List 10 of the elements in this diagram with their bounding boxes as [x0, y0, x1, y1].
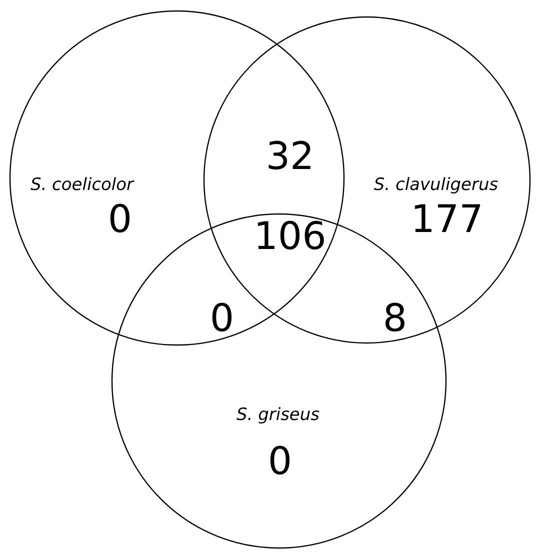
region-count: 0	[108, 197, 132, 241]
set-label: S. coelicolor	[30, 175, 134, 195]
set-label: S. griseus	[236, 405, 320, 425]
region-count: 106	[254, 214, 326, 258]
region-count: 177	[410, 197, 484, 241]
region-count: 0	[268, 439, 292, 483]
region-count: 32	[266, 134, 314, 178]
region-count: 8	[382, 296, 408, 340]
region-count: 0	[210, 296, 234, 340]
set-label: S. clavuligerus	[374, 175, 498, 195]
